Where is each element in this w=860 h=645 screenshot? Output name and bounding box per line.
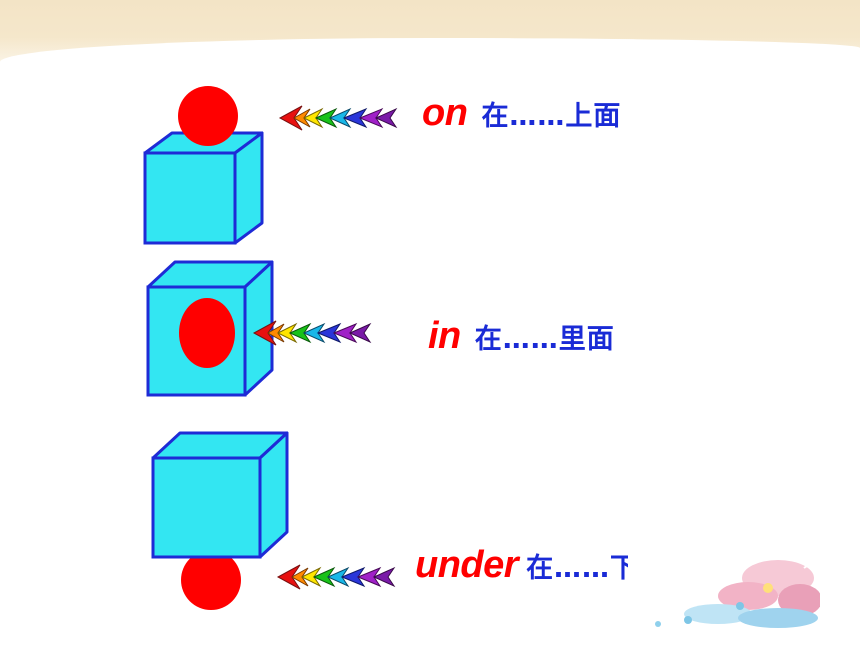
rainbow-arrow-icon	[277, 564, 395, 590]
meaning-on: 在……上面	[481, 101, 622, 132]
on-scene	[143, 86, 397, 245]
meaning-in: 在……里面	[474, 324, 615, 355]
rainbow-arrow-icon	[279, 105, 397, 131]
in-scene	[146, 260, 371, 397]
ball-under	[181, 550, 241, 610]
word-under: under	[415, 544, 519, 586]
word-in: in	[428, 315, 461, 357]
word-on: on	[422, 92, 468, 134]
ball-on	[178, 86, 238, 146]
label-on: on 在……上面	[422, 92, 621, 135]
under-scene	[151, 431, 395, 610]
flower-decoration	[628, 548, 820, 630]
rainbow-arrow-icon	[253, 320, 371, 346]
cube-under	[151, 431, 289, 559]
cube-on	[143, 131, 264, 245]
banner-curve	[0, 38, 860, 78]
ball-in	[179, 298, 235, 368]
label-in: in 在……里面	[428, 315, 615, 358]
